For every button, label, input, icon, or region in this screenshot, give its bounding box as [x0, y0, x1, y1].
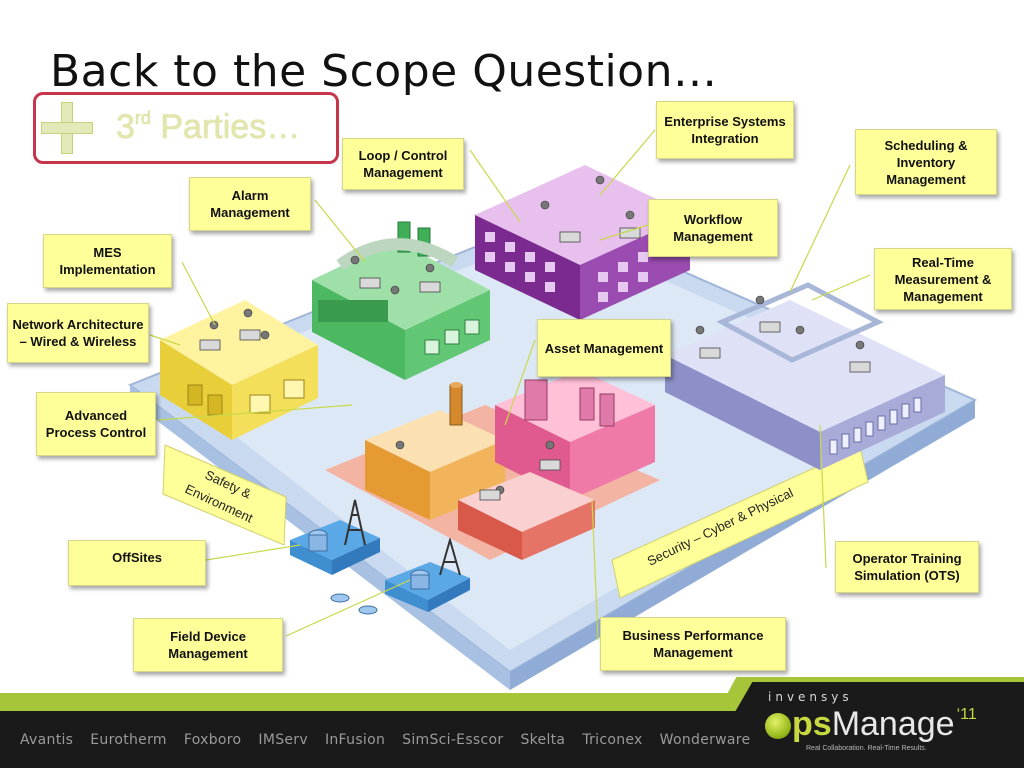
footer-dark-band — [0, 711, 1024, 768]
ops-year-text: ‘11 — [956, 706, 977, 723]
label-real-time-measurement: Real-Time Measurement & Management — [874, 248, 1012, 310]
label-business-performance-management: Business Performance Management — [600, 617, 786, 671]
label-network-architecture: Network Architecture – Wired & Wireless — [7, 303, 149, 363]
label-asset-management: Asset Management — [537, 319, 671, 377]
third-parties-box — [33, 92, 339, 164]
label-workflow-management: Workflow Management — [648, 199, 778, 257]
label-scheduling-inventory-management: Scheduling & Inventory Management — [855, 129, 997, 195]
opsmanage-logo: ps Manage ‘11 — [765, 705, 977, 751]
label-loop-control-management: Loop / Control Management — [342, 138, 464, 190]
brand-triconex: Triconex — [582, 732, 643, 748]
ops-manage-text: Manage — [831, 705, 955, 743]
third-parties-label: 3rd Parties… — [116, 108, 301, 146]
brand-skelta: Skelta — [520, 732, 566, 748]
ops-ps-text: ps — [792, 705, 832, 743]
label-advanced-process-control: Advanced Process Control — [36, 392, 156, 456]
page-title: Back to the Scope Question… — [50, 46, 718, 97]
ops-tagline: Real Collaboration. Real-Time Results. — [806, 745, 927, 752]
label-operator-training-simulation: Operator Training Simulation (OTS) — [835, 541, 979, 593]
plant-scene-illustration: Security – Cyber & Physical Safety & Env… — [127, 129, 978, 690]
label-offsites: OffSites — [68, 540, 206, 586]
footer-brand-list: Avantis Eurotherm Foxboro IMServ InFusio… — [20, 732, 750, 748]
plus-icon — [42, 103, 92, 153]
brand-eurotherm: Eurotherm — [90, 732, 167, 748]
brand-simsci-esscor: SimSci-Esscor — [402, 732, 504, 748]
brand-imserv: IMServ — [258, 732, 308, 748]
brand-infusion: InFusion — [324, 732, 386, 748]
ops-o-icon — [765, 713, 791, 739]
brand-wonderware: Wonderware — [659, 732, 751, 748]
label-alarm-management: Alarm Management — [189, 177, 311, 231]
brand-foxboro: Foxboro — [183, 732, 242, 748]
label-mes-implementation: MES Implementation — [43, 234, 172, 288]
label-enterprise-systems-integration: Enterprise Systems Integration — [656, 101, 794, 159]
invensys-logo-text: invensys — [768, 690, 853, 704]
label-field-device-management: Field Device Management — [133, 618, 283, 672]
brand-avantis: Avantis — [20, 732, 74, 748]
footer-dark-tab — [735, 682, 1024, 712]
